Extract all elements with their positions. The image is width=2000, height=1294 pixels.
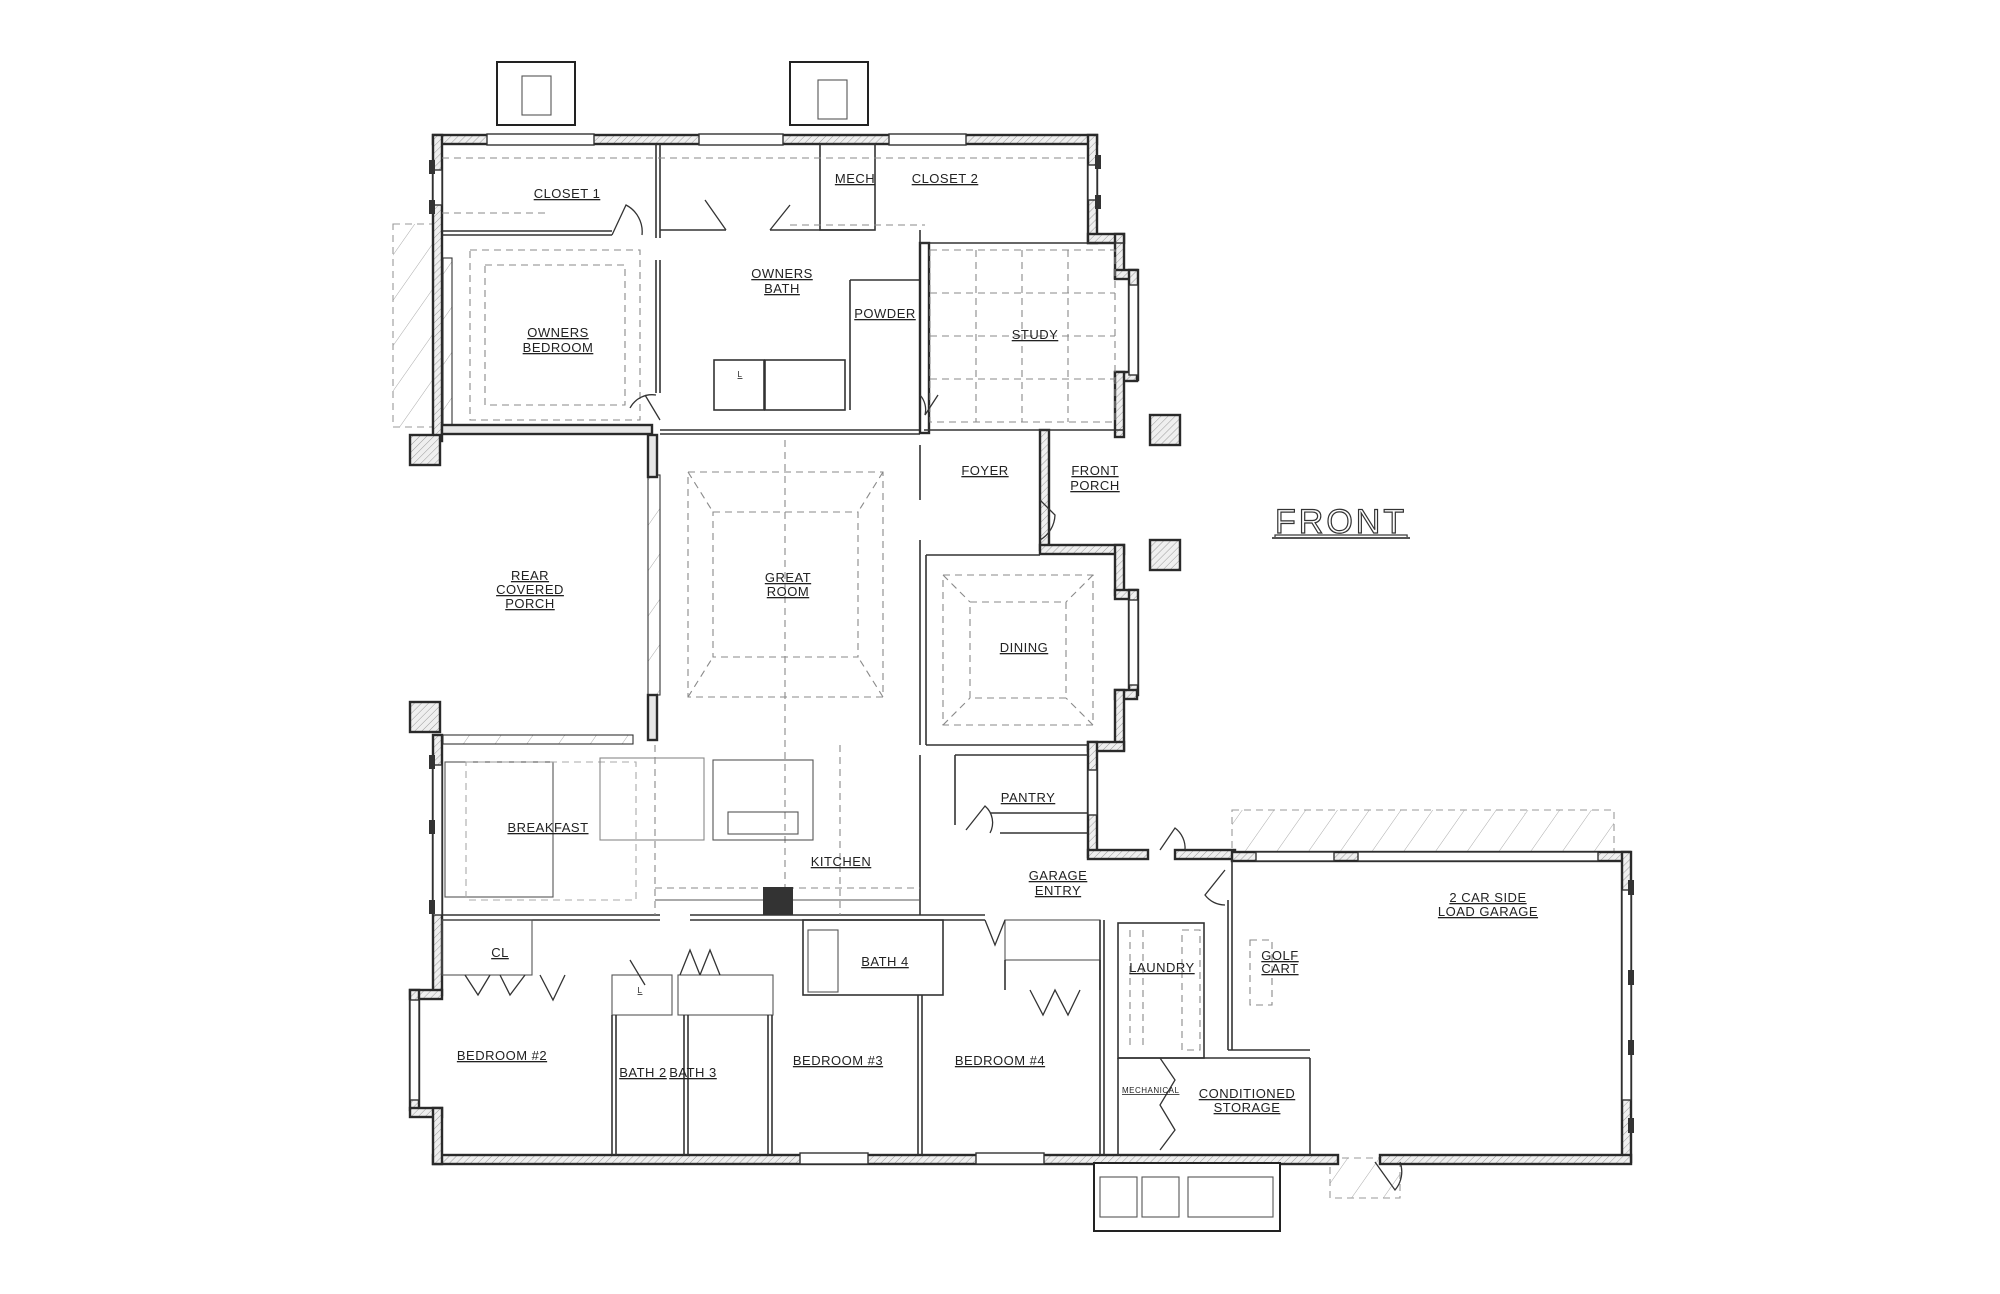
label-owners-bedroom-line2: BEDROOM [523,340,594,355]
label-powder: POWDER [854,306,916,321]
ceiling-and-cabinet-lines [442,157,1273,1051]
front-orientation-label: FRONT [1275,503,1407,541]
label-bedroom-4: BEDROOM #4 [955,1053,1045,1068]
interior-walls [440,143,1311,1155]
label-laundry: LAUNDRY [1129,960,1194,975]
label-great-room-line2: ROOM [767,584,809,599]
label-pantry: PANTRY [1001,790,1056,805]
label-garage-entry-line1: GARAGE [1029,868,1088,883]
label-linen-owners: L [738,370,743,379]
label-garage-line2: LOAD GARAGE [1438,904,1538,919]
label-dining: DINING [1000,640,1049,655]
label-garage-entry-line2: ENTRY [1035,883,1081,898]
label-great-room-line1: GREAT [765,570,811,585]
label-garage-line1: 2 CAR SIDE [1449,890,1526,905]
label-study: STUDY [1012,327,1059,342]
label-front-porch-line2: PORCH [1070,478,1119,493]
label-owners-bedroom-line1: OWNERS [527,325,589,340]
label-golf-cart-line2: CART [1261,961,1298,976]
doors [464,199,1403,1192]
label-owners-bath-line1: OWNERS [751,266,813,281]
label-mechanical: MECHANICAL [1122,1086,1180,1095]
label-rear-porch-line2: COVERED [496,582,564,597]
label-breakfast: BREAKFAST [507,820,588,835]
label-foyer: FOYER [961,463,1008,478]
label-mech: MECH [835,171,875,186]
label-bedroom-3: BEDROOM #3 [793,1053,883,1068]
exterior-unit-bottom [1093,1162,1281,1232]
label-conditioned-storage-line2: STORAGE [1214,1100,1281,1115]
label-conditioned-storage-line1: CONDITIONED [1199,1086,1296,1101]
label-kitchen: KITCHEN [811,854,872,869]
label-bath-3: BATH 3 [669,1065,717,1080]
label-bath-4: BATH 4 [861,954,909,969]
label-bath-2: BATH 2 [619,1065,667,1080]
exterior-units-top [496,61,869,126]
label-rear-porch-line3: PORCH [505,596,554,611]
label-golf-cart-line1: GOLF [1261,948,1298,963]
label-owners-bath-line2: BATH [764,281,800,296]
exterior-hatched-areas [392,223,1615,1199]
label-closet-1: CLOSET 1 [534,186,601,201]
label-linen-hall: L [638,986,643,995]
label-front-porch-line1: FRONT [1071,463,1118,478]
room-labels: CLOSET 1 MECH CLOSET 2 OWNERS BATH POWDE… [457,171,1538,1115]
label-rear-porch-line1: REAR [511,568,549,583]
label-bedroom-2: BEDROOM #2 [457,1048,547,1063]
label-cl: CL [491,945,509,960]
label-closet-2: CLOSET 2 [912,171,979,186]
